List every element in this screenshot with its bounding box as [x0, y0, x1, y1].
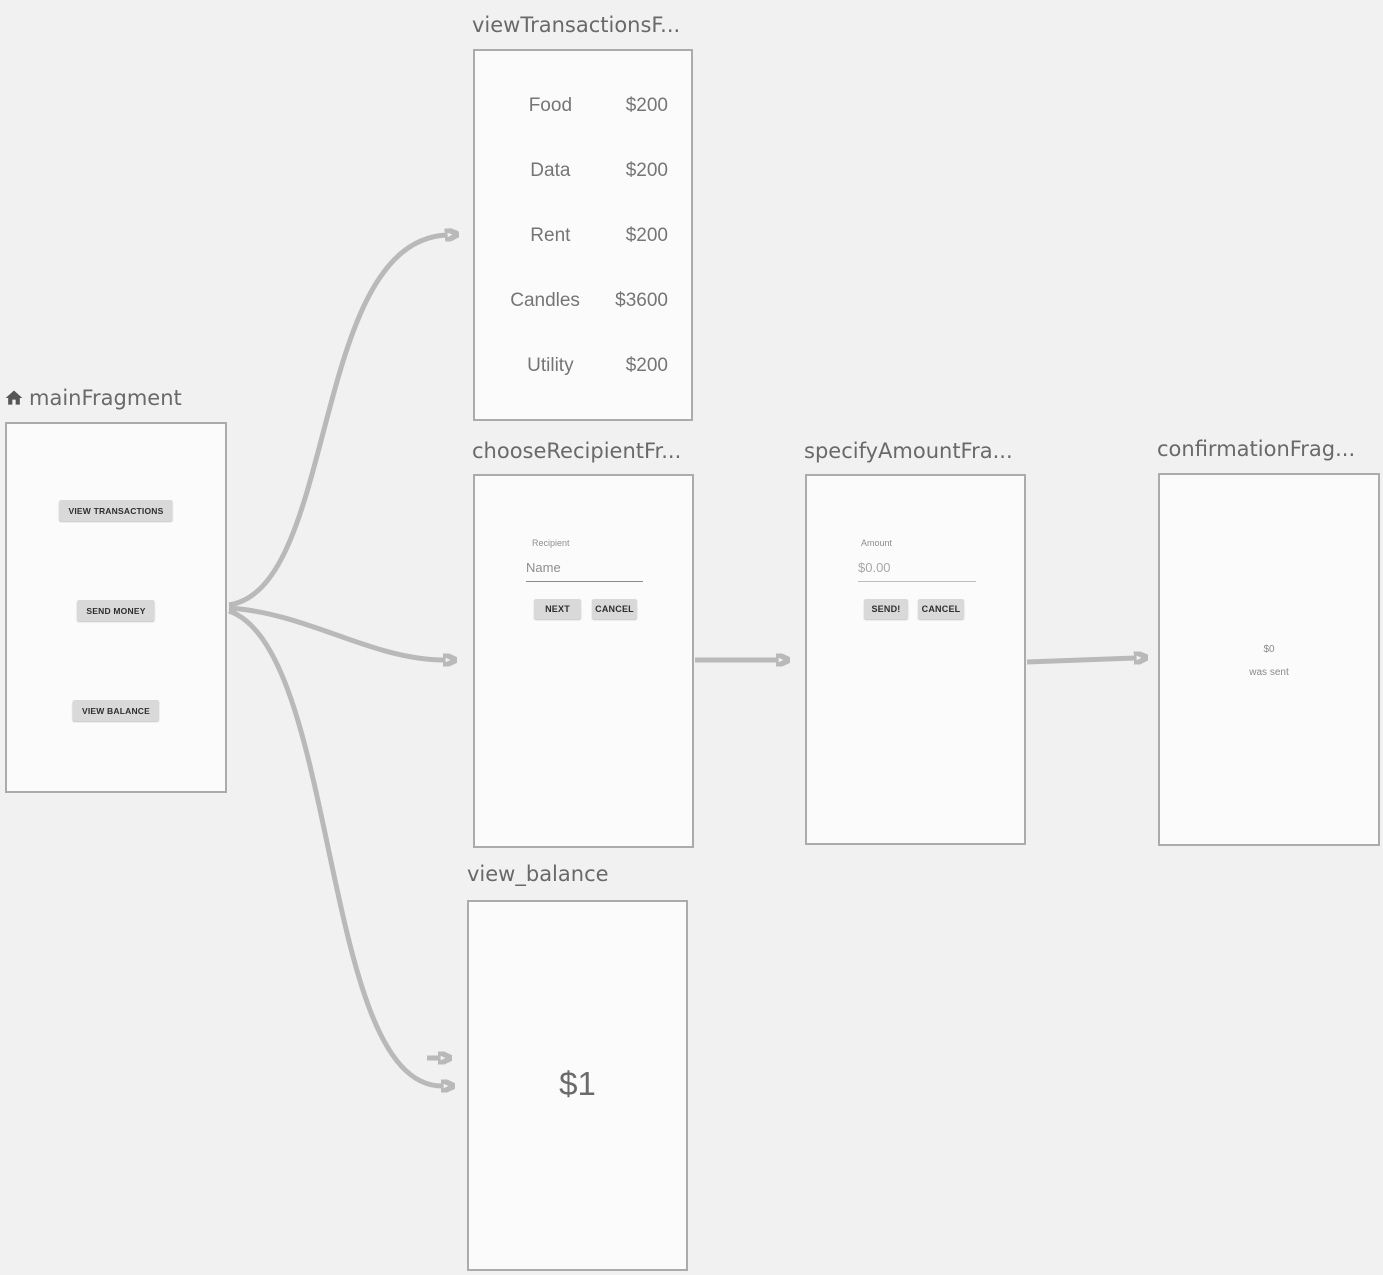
node-title-label: confirmationFrag... — [1157, 437, 1356, 461]
node-title-label: viewTransactionsF... — [472, 13, 681, 37]
transaction-label: Data — [530, 160, 571, 181]
transaction-value: $3600 — [615, 290, 668, 311]
transaction-row: Food $200 — [475, 81, 691, 131]
transaction-label: Rent — [530, 225, 571, 246]
fragment-preview-viewBalance[interactable]: $1 — [467, 900, 688, 1271]
transaction-value: $200 — [625, 95, 668, 116]
next-button[interactable]: NEXT — [534, 599, 581, 619]
confirmation-caption-text: was sent — [1249, 667, 1289, 678]
fragment-preview-chooseRecipient[interactable]: Recipient Name NEXT CANCEL — [473, 474, 694, 848]
transaction-row: Utility $200 — [475, 341, 691, 391]
confirmation-amount-text: $0 — [1263, 644, 1275, 655]
node-title-mainFragment[interactable]: mainFragment — [4, 386, 182, 410]
node-title-label: specifyAmountFra... — [804, 439, 1013, 463]
transaction-row: Data $200 — [475, 146, 691, 196]
node-title-viewTransactionsFragment[interactable]: viewTransactionsF... — [472, 13, 680, 37]
transaction-label: Utility — [527, 355, 574, 376]
fragment-preview-confirmation[interactable]: $0 was sent — [1158, 473, 1380, 846]
fragment-preview-specifyAmount[interactable]: Amount $0.00 SEND! CANCEL — [805, 474, 1026, 845]
recipient-field-label: Recipient — [532, 538, 570, 548]
balance-amount-text: $1 — [559, 1065, 596, 1102]
node-title-specifyAmountFragment[interactable]: specifyAmountFra... — [804, 439, 1013, 463]
view-transactions-button[interactable]: VIEW TRANSACTIONS — [59, 500, 173, 521]
cancel-button[interactable]: CANCEL — [592, 599, 637, 619]
transaction-row: Rent $200 — [475, 211, 691, 261]
node-title-label: mainFragment — [29, 386, 182, 410]
transaction-row: Candles $3600 — [475, 276, 691, 326]
node-title-label: chooseRecipientFr... — [472, 439, 682, 463]
edge-main-to-viewBalance[interactable] — [228, 608, 442, 1086]
transaction-label: Candles — [510, 290, 580, 311]
send-money-button[interactable]: SEND MONEY — [77, 600, 155, 621]
transaction-value: $200 — [625, 355, 668, 376]
edge-specifyAmount-to-confirmation[interactable] — [1026, 658, 1135, 662]
transactions-list: Food $200 Data $200 Rent $200 Candles $3… — [475, 51, 691, 419]
node-title-label: view_balance — [467, 862, 609, 886]
send-button[interactable]: SEND! — [864, 599, 908, 619]
node-title-chooseRecipientFragment[interactable]: chooseRecipientFr... — [472, 439, 681, 463]
edge-main-to-viewTransactions[interactable] — [228, 235, 446, 608]
transaction-value: $200 — [625, 225, 668, 246]
cancel-button[interactable]: CANCEL — [918, 599, 964, 619]
edge-main-to-chooseRecipient[interactable] — [228, 605, 444, 660]
node-title-confirmationFragment[interactable]: confirmationFrag... — [1157, 437, 1355, 461]
transaction-value: $200 — [625, 160, 668, 181]
recipient-name-input[interactable]: Name — [526, 560, 643, 582]
amount-input[interactable]: $0.00 — [858, 560, 976, 582]
node-title-view-balance[interactable]: view_balance — [467, 862, 609, 886]
view-balance-button[interactable]: VIEW BALANCE — [72, 700, 160, 721]
transaction-label: Food — [528, 95, 573, 116]
fragment-preview-viewTransactions[interactable]: Food $200 Data $200 Rent $200 Candles $3… — [473, 49, 693, 421]
home-icon — [5, 390, 23, 405]
fragment-preview-main[interactable]: VIEW TRANSACTIONS SEND MONEY VIEW BALANC… — [5, 422, 227, 793]
amount-field-label: Amount — [861, 538, 893, 548]
